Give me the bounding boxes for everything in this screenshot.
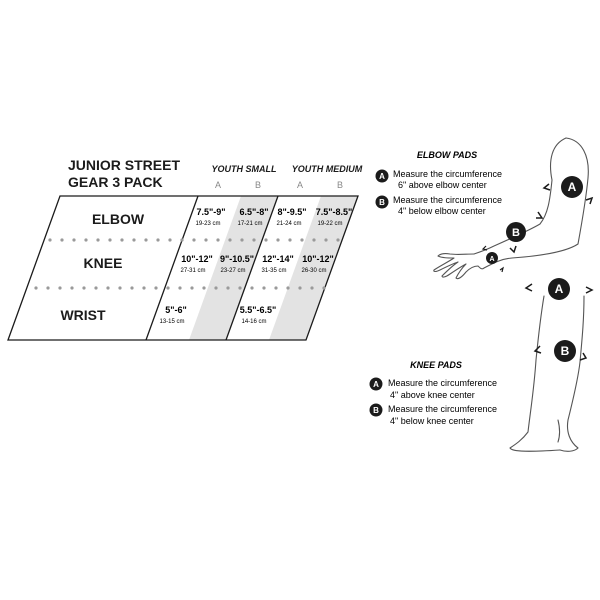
knee-pads-heading: KNEE PADS <box>410 360 462 370</box>
chart-title-line2: GEAR 3 PACK <box>68 174 163 190</box>
cell-elbow-small-b-cm: 17-21 cm <box>237 221 262 227</box>
knee-b-line2: 4" below knee center <box>390 416 474 426</box>
knee-b-line1: Measure the circumference <box>388 404 497 414</box>
elbow-b-line1: Measure the circumference <box>393 195 502 205</box>
size-group-youth-medium: YOUTH MEDIUM <box>292 164 363 174</box>
chart-title-line1: JUNIOR STREET <box>68 157 180 173</box>
knee-marker-b-icon: B <box>533 340 588 362</box>
knee-a-line2: 4" above knee center <box>390 390 475 400</box>
elbow-b-line2: 4" below elbow center <box>398 206 486 216</box>
knee-marker-a-icon: A <box>524 278 594 300</box>
elbow-a-line1: Measure the circumference <box>393 169 502 179</box>
wrist-marker-icon: A <box>481 245 504 273</box>
size-group-youth-small: YOUTH SMALL <box>212 164 277 174</box>
col-head-small-a: A <box>215 180 221 190</box>
cell-knee-medium-b-cm: 26-30 cm <box>301 268 326 274</box>
cell-knee-small-a-in: 10"-12" <box>181 254 213 264</box>
col-head-medium-a: A <box>297 180 303 190</box>
cell-knee-medium-a-in: 12"-14" <box>262 254 294 264</box>
marker-a-icon: A <box>375 169 389 183</box>
svg-text:A: A <box>568 180 577 194</box>
cell-wrist-medium-a-cm: 14-16 cm <box>241 319 266 325</box>
elbow-marker-b-icon: B <box>506 211 544 254</box>
divider-label-small <box>145 195 199 341</box>
cell-knee-small-b-cm: 23-27 cm <box>220 268 245 274</box>
elbow-pads-instructions: ELBOW PADS A Measure the circumference 6… <box>375 150 502 216</box>
col-head-small-b: B <box>255 180 261 190</box>
cell-elbow-small-a-in: 7.5"-9" <box>196 207 225 217</box>
cell-knee-medium-b-in: 10"-12" <box>302 254 334 264</box>
col-head-medium-b: B <box>337 180 343 190</box>
size-chart: JUNIOR STREET GEAR 3 PACK YOUTH SMALL YO… <box>7 157 363 341</box>
svg-text:A: A <box>373 380 379 389</box>
cell-knee-small-a-cm: 27-31 cm <box>180 268 205 274</box>
marker-b-icon: B <box>369 403 383 417</box>
row-label-knee: KNEE <box>84 255 123 271</box>
cell-elbow-medium-a-cm: 21-24 cm <box>276 221 301 227</box>
row-label-wrist: WRIST <box>60 307 106 323</box>
shade-column-small-b <box>189 196 278 340</box>
svg-text:B: B <box>373 406 379 415</box>
knee-a-line1: Measure the circumference <box>388 378 497 388</box>
cell-elbow-medium-a-in: 8"-9.5" <box>277 207 306 217</box>
cell-knee-small-b-in: 9"-10.5" <box>220 254 254 264</box>
elbow-a-line2: 6" above elbow center <box>398 180 487 190</box>
marker-a-icon: A <box>369 377 383 391</box>
row-label-elbow: ELBOW <box>92 211 145 227</box>
chart-frame <box>7 195 359 341</box>
svg-text:B: B <box>379 198 385 207</box>
cell-elbow-small-a-cm: 19-23 cm <box>195 221 220 227</box>
cell-elbow-small-b-in: 6.5"-8" <box>239 207 268 217</box>
cell-elbow-medium-b-in: 7.5"-8.5" <box>316 207 353 217</box>
svg-text:A: A <box>489 256 494 263</box>
arm-illustration <box>433 137 589 280</box>
svg-text:A: A <box>379 172 385 181</box>
cell-elbow-medium-b-cm: 19-22 cm <box>317 221 342 227</box>
leg-illustration <box>509 295 585 452</box>
knee-pads-instructions: KNEE PADS A Measure the circumference 4"… <box>369 360 497 426</box>
cell-wrist-small-a-cm: 13-15 cm <box>159 319 184 325</box>
shade-column-medium-b <box>269 196 358 340</box>
cell-knee-medium-a-cm: 31-35 cm <box>261 268 286 274</box>
elbow-marker-a-icon: A <box>542 176 594 205</box>
svg-text:B: B <box>512 227 520 239</box>
elbow-pads-heading: ELBOW PADS <box>417 150 477 160</box>
svg-text:A: A <box>555 282 564 296</box>
marker-b-icon: B <box>375 195 389 209</box>
cell-wrist-small-a-in: 5"-6" <box>165 305 187 315</box>
cell-wrist-medium-a-in: 5.5"-6.5" <box>240 305 277 315</box>
divider-small-medium <box>225 195 279 341</box>
svg-text:B: B <box>561 344 570 358</box>
